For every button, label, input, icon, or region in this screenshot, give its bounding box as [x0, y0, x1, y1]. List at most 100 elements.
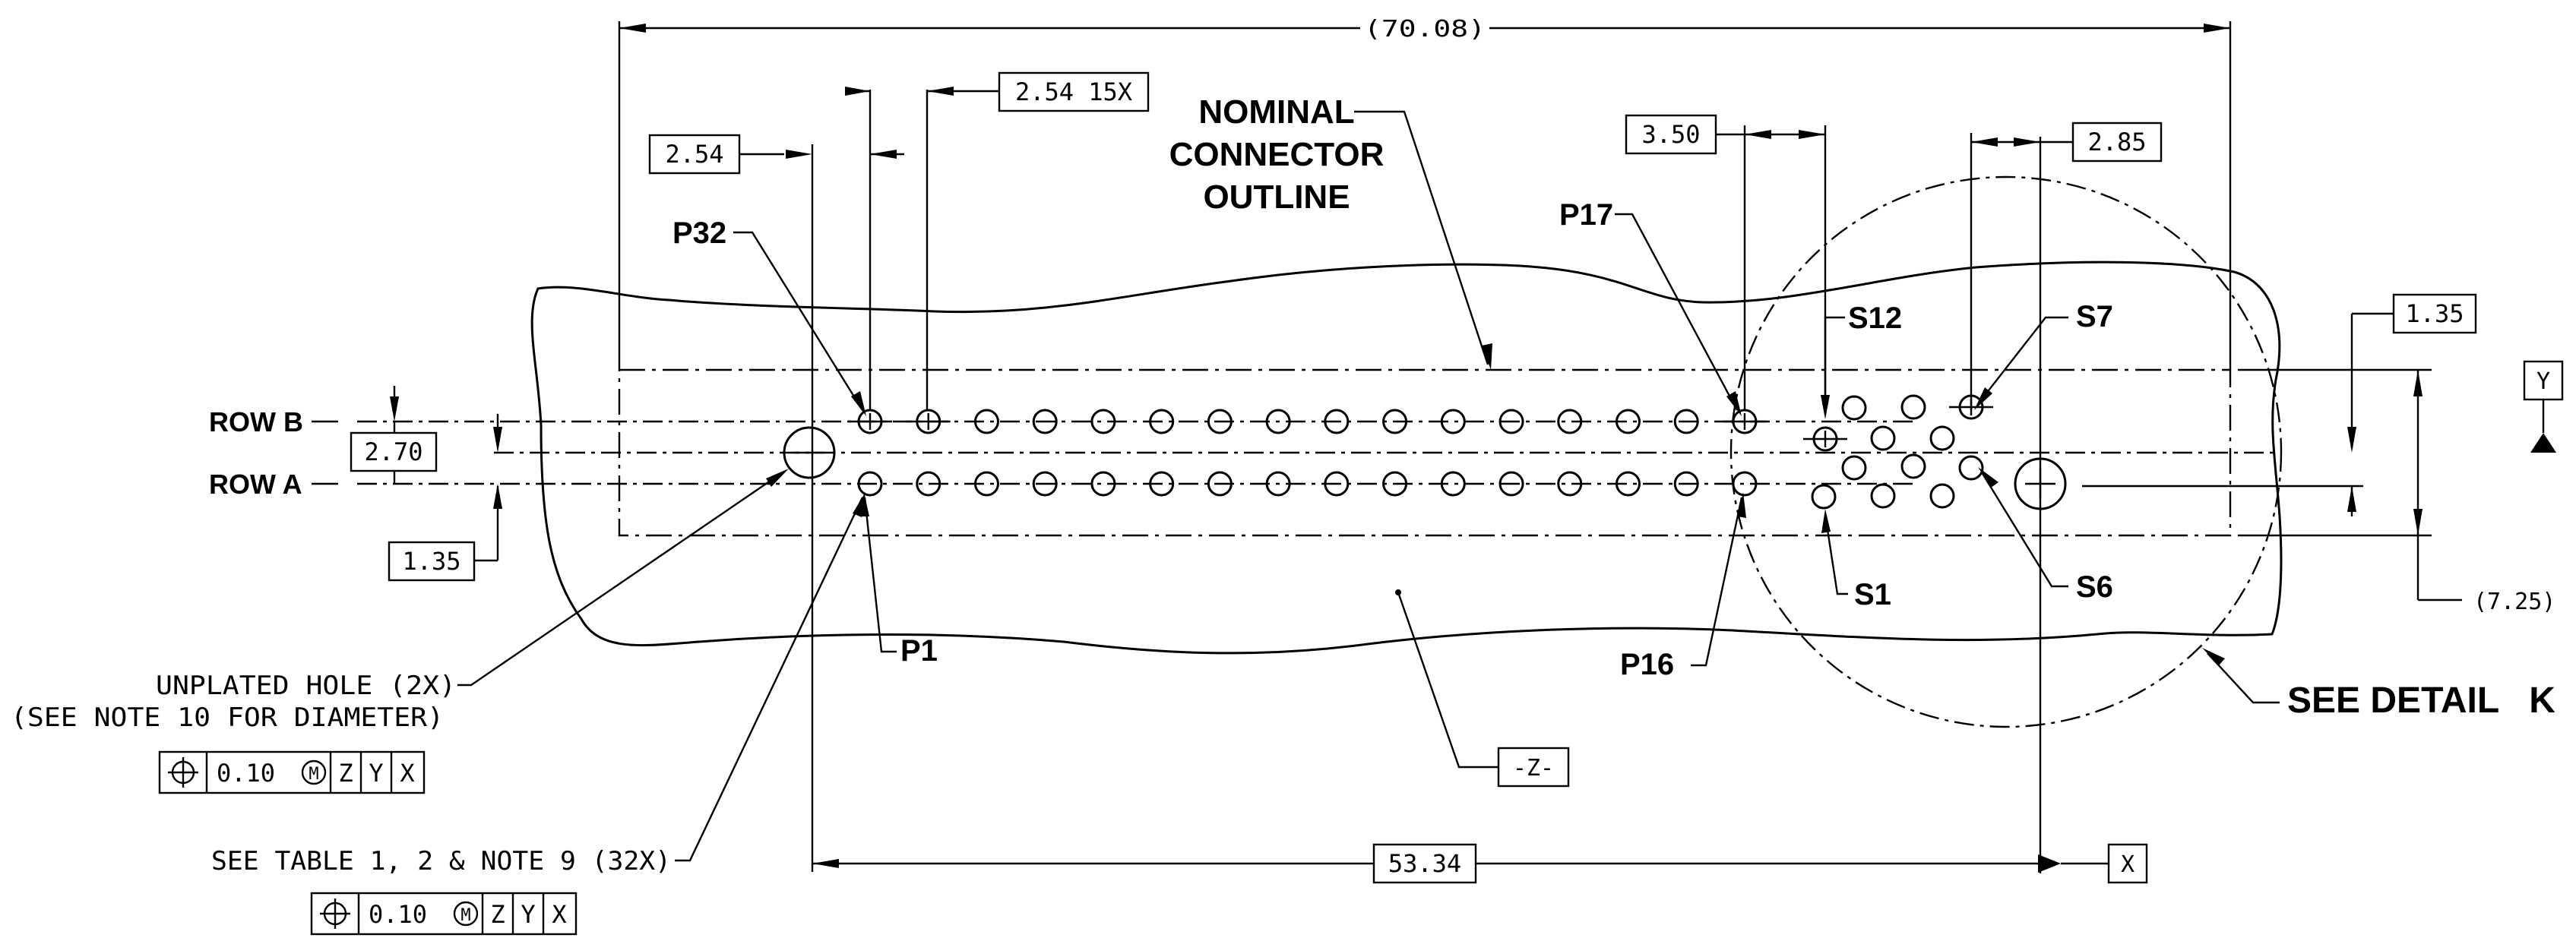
- signal-pin-cluster: [1803, 394, 1993, 510]
- detail-k-circle: [1729, 175, 2283, 728]
- signal-pin-hole: [1929, 425, 1955, 451]
- tolerance-frame-2: 0.10 M Z Y X: [310, 892, 578, 936]
- signal-pin-hole: [1803, 426, 1847, 452]
- see-note-10-note: (SEE NOTE 10 FOR DIAMETER): [11, 703, 444, 733]
- pin-p32-label: P32: [672, 216, 726, 250]
- pin-row-b: [848, 409, 1767, 434]
- signal-pin-hole: [1958, 455, 1984, 481]
- pin-hole: [1440, 409, 1466, 434]
- pin-hole: [1722, 409, 1767, 434]
- svg-text:X: X: [552, 900, 566, 929]
- pin-p16-label: P16: [1620, 648, 1674, 681]
- pin-hole: [1090, 471, 1116, 497]
- pin-hole: [1498, 409, 1524, 434]
- position-icon: [168, 757, 198, 788]
- pin-hole: [1324, 409, 1350, 434]
- pin-hole: [973, 471, 999, 497]
- datum-y-offset-dimension: 1.35 (7.25): [2082, 293, 2555, 615]
- pin-hole: [1732, 471, 1758, 497]
- tolerance-value-1: 0.10: [217, 759, 275, 788]
- datum-z-label: -Z-: [1513, 755, 1554, 782]
- pin-hole: [1557, 471, 1583, 497]
- overall-width-text: (70.08): [1364, 16, 1486, 43]
- pin-p17-label: P17: [1559, 198, 1613, 232]
- unplated-hole-right: [2014, 457, 2067, 510]
- signal-pin-hole: [1811, 484, 1837, 510]
- pin-hole: [1207, 471, 1233, 497]
- pitch-dimension-left: 2.54: [648, 87, 929, 410]
- signal-pin-hole: [1841, 395, 1867, 421]
- row-spacing-dimension: 2.70 1.35: [350, 386, 502, 582]
- mmc-icon: [453, 901, 479, 927]
- pin-row-a: [857, 471, 1758, 497]
- signal-pin-hole: [1870, 425, 1896, 451]
- svg-text:M: M: [309, 765, 318, 784]
- pin-hole: [1673, 471, 1699, 497]
- nominal-outline-label-1: NOMINAL: [1198, 93, 1354, 131]
- row-a-label: ROW A: [209, 469, 302, 500]
- pin-hole: [916, 471, 941, 497]
- svg-text:Z: Z: [490, 900, 505, 929]
- svg-text:Y: Y: [521, 900, 535, 929]
- signal-pin-hole: [1949, 394, 1993, 420]
- svg-text:M: M: [460, 906, 470, 925]
- pin-hole: [1382, 471, 1408, 497]
- connector-body-outline: [530, 261, 2283, 655]
- row-spacing-text: 2.70: [364, 437, 422, 466]
- nominal-outline-label-2: CONNECTOR: [1169, 136, 1385, 173]
- pin-hole: [1498, 471, 1524, 497]
- pin-hole: [1382, 409, 1408, 434]
- signal-offset-dimension: 3.50: [1625, 114, 1827, 414]
- overall-height-text: (7.25): [2473, 589, 2555, 615]
- tolerance-value-2: 0.10: [369, 900, 427, 929]
- pin-hole: [857, 471, 883, 497]
- pin-s7-label: S7: [2076, 300, 2113, 333]
- row-a-offset-text: 1.35: [402, 547, 460, 576]
- svg-text:Z: Z: [338, 759, 353, 788]
- signal-pin-hole: [1900, 394, 1926, 420]
- pin-hole: [1615, 471, 1641, 497]
- pin-hole: [1032, 471, 1058, 497]
- pin-s6-label: S6: [2076, 570, 2113, 604]
- pin-s1-label: S1: [1854, 578, 1891, 611]
- datum-y: Y: [2523, 360, 2564, 453]
- datum-y-label: Y: [2536, 368, 2550, 395]
- signal-pin-hole: [1841, 455, 1867, 481]
- pitch-15x-dimension: 2.54 15X: [927, 71, 1150, 112]
- svg-text:X: X: [400, 759, 414, 788]
- pin-s12-label: S12: [1848, 302, 1902, 335]
- pin-hole: [848, 409, 892, 434]
- datum-x-box: [2107, 843, 2148, 884]
- pin-p1-label: P1: [900, 634, 938, 668]
- hole-offset-text: 2.85: [2087, 128, 2146, 156]
- pin-hole: [1207, 409, 1233, 434]
- hole-offset-dimension: 2.85: [1970, 122, 2163, 410]
- pin-hole: [1090, 409, 1116, 434]
- hole-spacing-dimension: 53.34 X: [811, 137, 2148, 884]
- pin-hole: [1032, 409, 1058, 434]
- datum-x-label: X: [2121, 851, 2135, 878]
- pin-hole: [1673, 409, 1699, 434]
- nominal-outline-label-3: OUTLINE: [1203, 178, 1350, 216]
- datum-y-offset-text: 1.35: [2405, 299, 2464, 328]
- signal-pin-hole: [1929, 483, 1955, 509]
- pin-hole: [1265, 409, 1291, 434]
- svg-text:Y: Y: [369, 759, 383, 788]
- position-icon: [320, 898, 350, 929]
- pin-hole: [1149, 409, 1175, 434]
- pitch-15x-text: 2.54 15X: [1015, 77, 1132, 106]
- signal-pin-hole: [1870, 483, 1896, 509]
- see-detail-k-label: SEE DETAIL K: [2287, 680, 2555, 721]
- pin-hole: [1324, 471, 1350, 497]
- pin-hole: [1557, 409, 1583, 434]
- pin-hole: [973, 409, 999, 434]
- pin-hole: [1265, 471, 1291, 497]
- signal-offset-text: 3.50: [1641, 120, 1700, 149]
- pin-hole: [1615, 409, 1641, 434]
- see-table-note: SEE TABLE 1, 2 & NOTE 9 (32X): [211, 846, 671, 876]
- overall-width-dimension: (70.08): [618, 16, 2232, 370]
- pitch-text: 2.54: [665, 140, 723, 169]
- pin-hole: [1440, 471, 1466, 497]
- datum-z: -Z-: [1395, 589, 1570, 788]
